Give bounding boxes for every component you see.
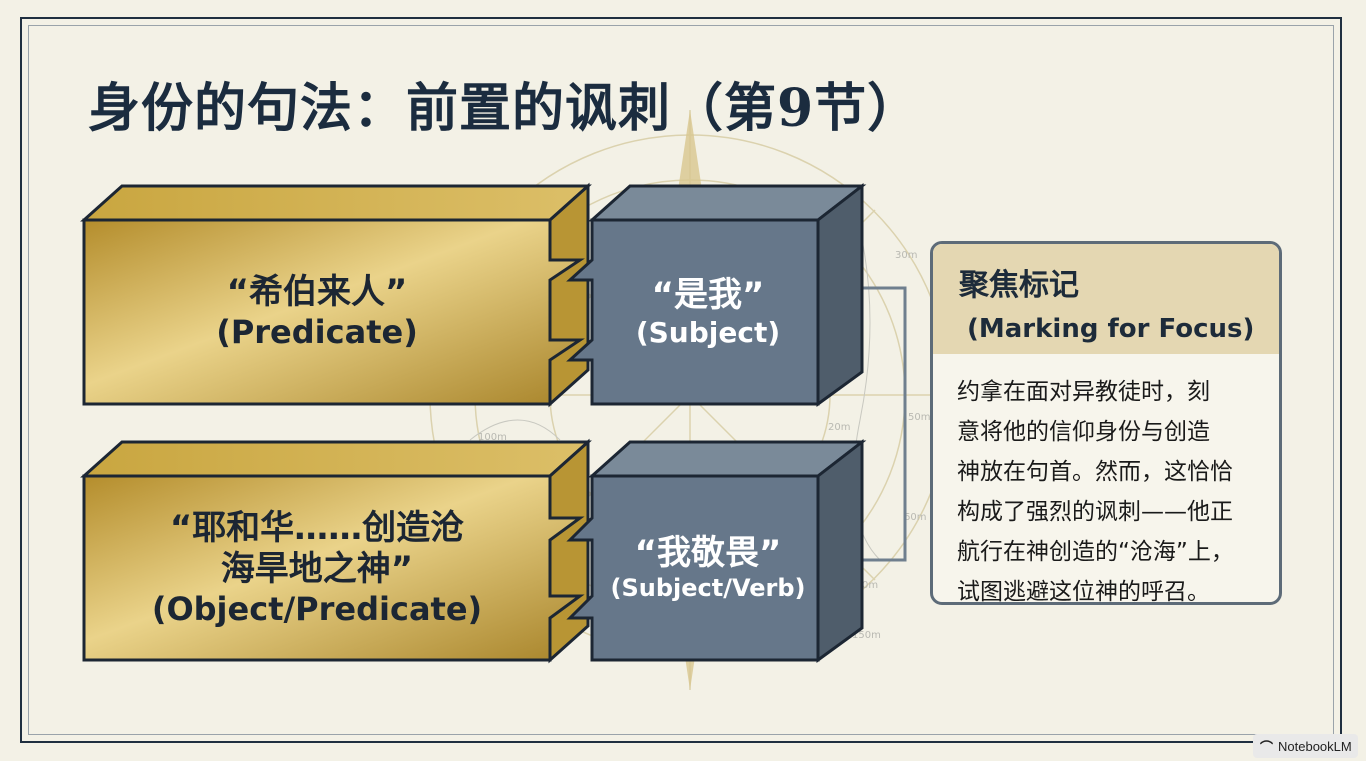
subject-label-2: “我敬畏” (Subject/Verb) — [598, 476, 818, 660]
page-title: 身份的句法：前置的讽刺（第9节） — [88, 78, 921, 139]
panel-line: 约拿在面对异教徒时，刻 — [957, 379, 1210, 405]
predicate-role: (Object/Predicate) — [151, 589, 483, 628]
notebooklm-icon: ⌒ — [1260, 739, 1274, 755]
predicate-text-line2: 海旱地之神” — [220, 548, 414, 589]
map-label: 20m — [828, 422, 850, 433]
panel-line: 构成了强烈的讽刺——他正 — [957, 499, 1233, 525]
panel-line: 航行在神创造的“沧海”上， — [957, 539, 1234, 565]
predicate-role: (Predicate) — [216, 313, 418, 352]
connector-line — [862, 286, 907, 562]
map-label: 0m — [862, 580, 878, 591]
subject-text: “我敬畏” — [634, 533, 782, 574]
map-label: 100m — [478, 432, 507, 443]
focus-marking-panel: 聚焦标记 (Marking for Focus) 约拿在面对异教徒时，刻 意将他… — [930, 241, 1282, 605]
panel-body: 约拿在面对异教徒时，刻 意将他的信仰身份与创造 神放在句首。然而，这恰恰 构成了… — [933, 354, 1279, 605]
map-label: 150m — [852, 630, 881, 641]
panel-subtitle: (Marking for Focus) — [967, 314, 1255, 344]
map-label: 30m — [895, 250, 917, 261]
notebooklm-badge[interactable]: ⌒ NotebookLM — [1253, 734, 1358, 758]
predicate-block-2 — [80, 438, 592, 664]
map-label: 60m — [904, 512, 926, 523]
subject-label-1: “是我” (Subject) — [598, 220, 818, 404]
subject-block-1 — [566, 182, 867, 407]
subject-text: “是我” — [651, 274, 765, 315]
predicate-block-1 — [80, 182, 592, 408]
inner-frame — [28, 25, 1334, 735]
predicate-text: “希伯来人” — [226, 272, 408, 313]
panel-header: 聚焦标记 (Marking for Focus) — [933, 244, 1279, 354]
map-label: 50m — [908, 412, 930, 423]
predicate-label-2: “耶和华……创造沧 海旱地之神” (Object/Predicate) — [84, 476, 550, 660]
panel-line: 试图逃避这位神的呼召。 — [957, 579, 1210, 605]
panel-line: 神放在句首。然而，这恰恰 — [957, 459, 1233, 485]
outer-frame — [20, 17, 1342, 743]
subject-role: (Subject/Verb) — [610, 574, 806, 602]
subject-role: (Subject) — [635, 315, 781, 349]
subject-block-2 — [566, 438, 867, 663]
panel-line: 意将他的信仰身份与创造 — [957, 419, 1210, 445]
predicate-label-1: “希伯来人” (Predicate) — [84, 220, 550, 404]
depth-contour — [469, 419, 561, 441]
compass-needle-north — [678, 110, 702, 190]
panel-title: 聚焦标记 — [959, 268, 1079, 303]
badge-label: NotebookLM — [1278, 738, 1352, 754]
predicate-text-line1: “耶和华……创造沧 — [169, 508, 465, 548]
